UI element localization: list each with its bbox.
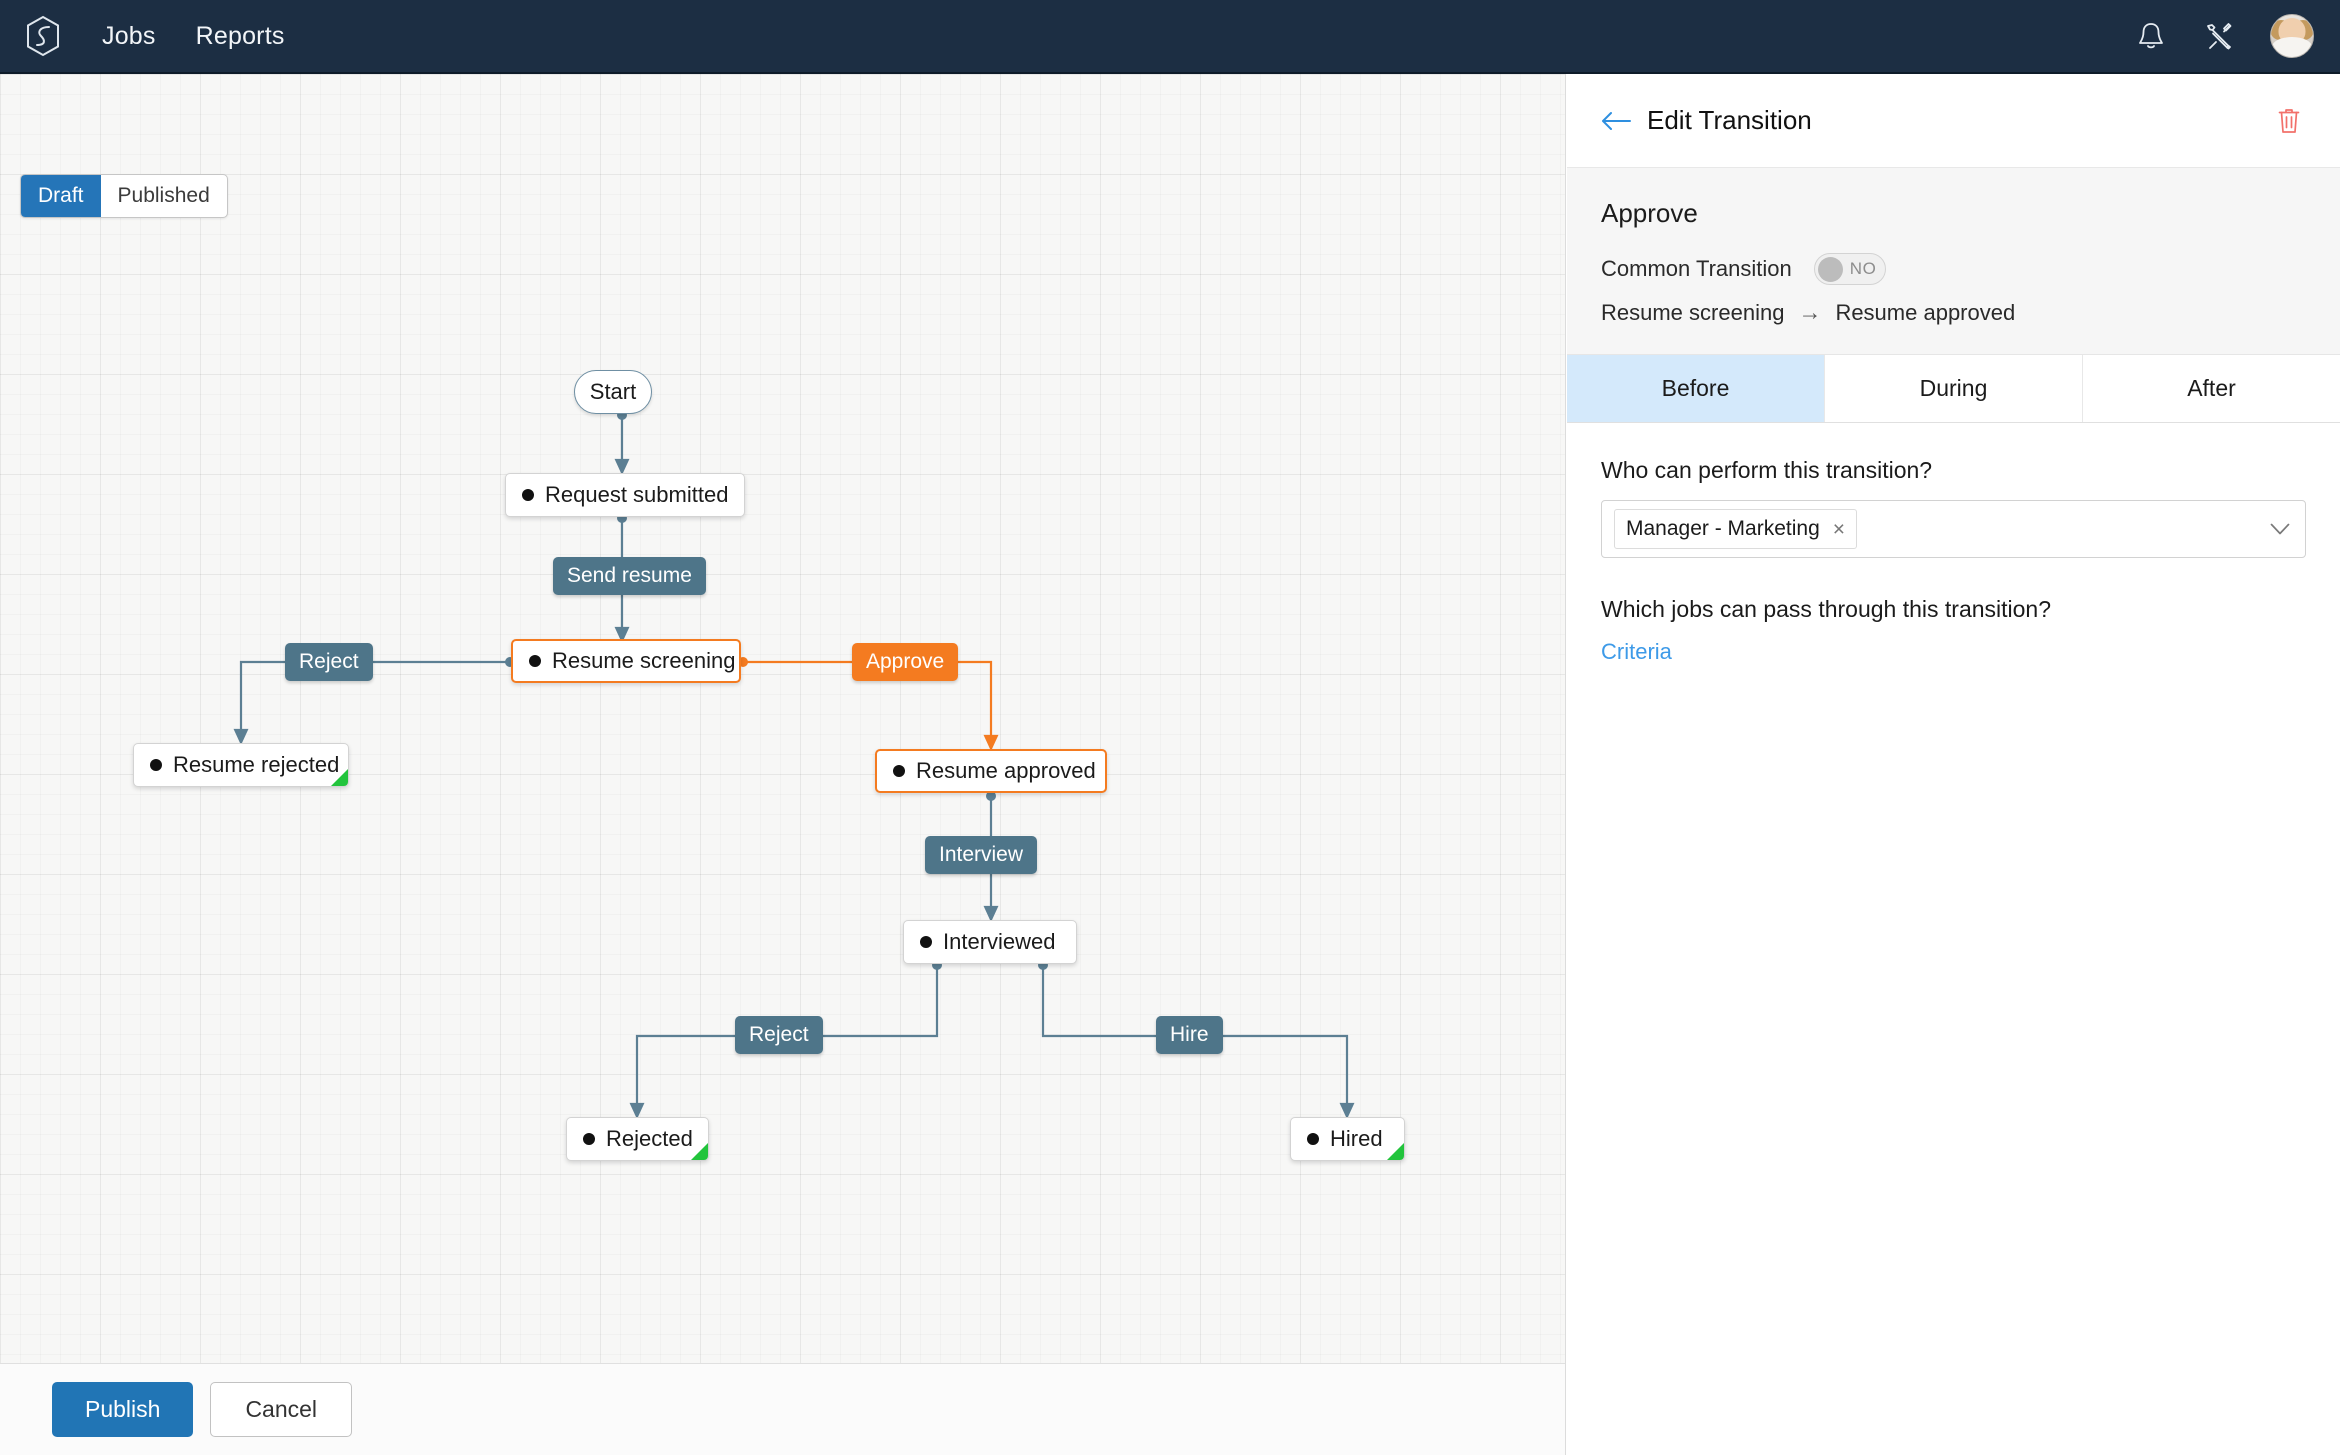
node-request-submitted[interactable]: Request submitted <box>505 473 745 517</box>
which-jobs-label: Which jobs can pass through this transit… <box>1601 596 2052 622</box>
common-transition-label: Common Transition <box>1601 256 1792 281</box>
hexagon-s-logo-icon[interactable] <box>22 15 64 57</box>
transition-label: Reject <box>749 1023 809 1046</box>
panel-tabs: Before During After <box>1567 355 2340 423</box>
tab-draft[interactable]: Draft <box>21 175 101 218</box>
transition-label: Send resume <box>567 564 692 587</box>
panel-header: Edit Transition <box>1567 74 2340 168</box>
node-label: Resume rejected <box>173 752 340 777</box>
transition-label: Reject <box>299 650 359 673</box>
back-arrow-icon[interactable] <box>1597 102 1635 140</box>
state-dot-icon <box>920 936 932 948</box>
to-state-label: Resume approved <box>1835 299 2016 325</box>
state-dot-icon <box>893 765 905 777</box>
transition-send-resume[interactable]: Send resume <box>553 557 706 595</box>
node-resume-approved[interactable]: Resume approved <box>875 749 1107 793</box>
transition-label: Interview <box>939 843 1024 866</box>
node-hired[interactable]: Hired <box>1290 1117 1405 1161</box>
role-chip[interactable]: Manager - Marketing × <box>1614 509 1858 549</box>
tab-during[interactable]: During <box>1825 355 2083 422</box>
common-transition-toggle[interactable]: NO <box>1813 253 1886 285</box>
transition-reject-screening[interactable]: Reject <box>285 643 373 681</box>
toggle-value: NO <box>1849 259 1877 278</box>
panel-body: Who can perform this transition? Manager… <box>1567 423 2340 1455</box>
panel-title: Edit Transition <box>1647 105 1812 135</box>
node-resume-screening[interactable]: Resume screening <box>511 639 741 683</box>
transition-approve[interactable]: Approve <box>852 643 959 681</box>
from-state-label: Resume screening <box>1601 299 1785 325</box>
performer-role-multiselect[interactable]: Manager - Marketing × <box>1601 500 2306 558</box>
state-dot-icon <box>529 655 541 667</box>
criteria-link[interactable]: Criteria <box>1601 639 1672 664</box>
nav-link-reports[interactable]: Reports <box>195 21 285 50</box>
node-interviewed[interactable]: Interviewed <box>903 920 1077 964</box>
top-navigation-bar: Jobs Reports <box>0 0 2340 74</box>
publish-button[interactable]: Publish <box>52 1382 194 1437</box>
canvas-footer-actions: Publish Cancel <box>0 1363 1565 1455</box>
arrow-right-icon: → <box>1798 299 1822 325</box>
common-transition-row: Common Transition NO <box>1601 253 2306 285</box>
transition-label: Hire <box>1170 1023 1209 1046</box>
node-label: Rejected <box>606 1126 693 1151</box>
node-label: Request submitted <box>545 482 729 507</box>
edit-transition-panel: Edit Transition Approve Common Transitio… <box>1567 74 2340 1455</box>
tab-before[interactable]: Before <box>1567 355 1825 422</box>
state-dot-icon <box>1307 1133 1319 1145</box>
node-label: Resume screening <box>552 648 736 673</box>
nav-link-jobs[interactable]: Jobs <box>102 21 156 50</box>
user-avatar[interactable] <box>2270 14 2314 58</box>
transition-label: Approve <box>866 650 945 673</box>
tab-after[interactable]: After <box>2083 355 2340 422</box>
node-label: Start <box>589 379 637 404</box>
tab-published[interactable]: Published <box>117 184 210 207</box>
transition-path: Resume screening → Resume approved <box>1601 299 2306 326</box>
state-dot-icon <box>522 489 534 501</box>
notification-bell-icon[interactable] <box>2134 19 2168 53</box>
workflow-canvas[interactable]: Draft Published <box>0 74 1566 1455</box>
transition-name: Approve <box>1601 198 1698 228</box>
chip-remove-icon[interactable]: × <box>1832 517 1846 541</box>
node-resume-rejected[interactable]: Resume rejected <box>133 743 349 787</box>
node-label: Interviewed <box>943 929 1056 954</box>
trash-delete-icon[interactable] <box>2272 104 2306 138</box>
transition-interview[interactable]: Interview <box>925 836 1038 874</box>
transition-reject-interview[interactable]: Reject <box>735 1016 823 1054</box>
toggle-knob <box>1817 256 1843 282</box>
role-chip-label: Manager - Marketing <box>1626 517 1820 540</box>
state-dot-icon <box>583 1133 595 1145</box>
transition-hire[interactable]: Hire <box>1156 1016 1223 1054</box>
node-rejected[interactable]: Rejected <box>566 1117 709 1161</box>
chevron-down-icon[interactable] <box>2267 516 2293 542</box>
state-dot-icon <box>150 759 162 771</box>
draft-published-toggle[interactable]: Draft Published <box>20 174 228 219</box>
transition-summary: Approve Common Transition NO Resume scre… <box>1567 168 2340 355</box>
node-label: Hired <box>1330 1126 1383 1151</box>
node-label: Resume approved <box>916 758 1096 783</box>
tools-wrench-screwdriver-icon[interactable] <box>2202 19 2236 53</box>
node-start[interactable]: Start <box>574 370 652 414</box>
cancel-button[interactable]: Cancel <box>210 1382 353 1437</box>
who-can-perform-label: Who can perform this transition? <box>1601 457 1933 483</box>
